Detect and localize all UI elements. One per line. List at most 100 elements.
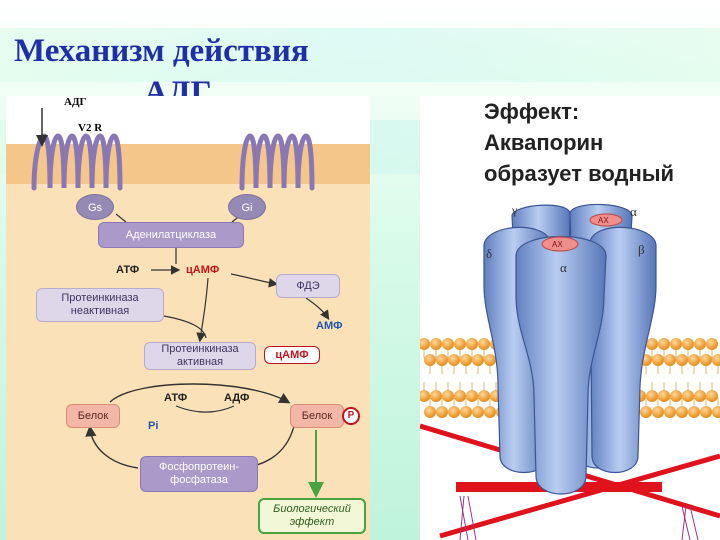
inhibitory-receptor xyxy=(239,133,315,191)
phosphorylation-arc xyxy=(109,383,291,404)
lipid-head xyxy=(472,406,484,418)
amp-label: АМФ xyxy=(316,320,343,332)
lipid-head xyxy=(436,406,448,418)
lipid-head xyxy=(424,406,436,418)
lipid-head xyxy=(652,406,664,418)
lipid-head xyxy=(664,406,676,418)
v2-receptor xyxy=(31,133,123,191)
biological-effect-box: Биологический эффект xyxy=(258,498,366,534)
label-ax-1: AX xyxy=(598,216,609,225)
lipid-head xyxy=(670,390,682,402)
pde-box: ФДЭ xyxy=(276,274,340,298)
lipid-head xyxy=(454,338,466,350)
aquaporin-tetramer xyxy=(483,203,657,495)
lipid-head xyxy=(430,390,442,402)
aquaporin-graphics: γ α δ β α AX AX xyxy=(420,203,720,540)
lipid-head xyxy=(676,406,688,418)
lipid-head xyxy=(682,390,694,402)
effect-caption: Эффект: Аквапорин образует водный xyxy=(484,96,720,189)
hormone-label: АДГ xyxy=(64,96,87,108)
lipid-head xyxy=(646,338,658,350)
lipid-head xyxy=(430,338,442,350)
lipid-head xyxy=(694,390,706,402)
title-line-1: Механизм действия xyxy=(14,33,309,69)
lipid-head xyxy=(640,406,652,418)
label-gamma: γ xyxy=(511,203,518,217)
lipid-head xyxy=(694,338,706,350)
lipid-head xyxy=(646,390,658,402)
camp-bound-box: цАМФ xyxy=(264,346,320,364)
label-delta: δ xyxy=(486,246,492,261)
lipid-head xyxy=(442,390,454,402)
background-stripe xyxy=(0,28,720,82)
lipid-head xyxy=(454,390,466,402)
pi-label: Pi xyxy=(148,420,159,432)
lipid-head xyxy=(484,406,496,418)
lipid-head xyxy=(658,390,670,402)
lipid-head xyxy=(436,354,448,366)
protein-right-box: Белок xyxy=(290,404,344,428)
lipid-head xyxy=(712,354,720,366)
lipid-head xyxy=(706,338,718,350)
effect-line-2: Аквапорин xyxy=(484,130,604,155)
lipid-head xyxy=(478,390,490,402)
phosphate-circle: P xyxy=(342,407,360,425)
lipid-head xyxy=(664,354,676,366)
lipid-head xyxy=(712,406,720,418)
label-beta: β xyxy=(638,242,645,257)
lipid-head xyxy=(420,338,430,350)
lipid-head xyxy=(688,406,700,418)
lipid-head xyxy=(424,354,436,366)
pde-to-amp-arrow xyxy=(305,297,330,320)
gs-protein: Gs xyxy=(76,194,114,220)
lipid-head xyxy=(442,338,454,350)
purple-strands xyxy=(459,495,699,540)
lipid-head xyxy=(700,354,712,366)
label-alpha-front: α xyxy=(560,260,567,275)
lipid-head xyxy=(460,354,472,366)
protein-kinase-inactive-box: Протеинкиназа неактивная xyxy=(36,288,164,322)
ax-cap-1 xyxy=(589,213,623,227)
protein-kinase-active-box: Протеинкиназа активная xyxy=(144,342,256,370)
aquaporin-diagram: Эффект: Аквапорин образует водный xyxy=(420,96,720,540)
adp-label: АДФ xyxy=(224,392,250,404)
atp-label: АТФ xyxy=(116,264,140,276)
lipid-head xyxy=(466,390,478,402)
lipid-head xyxy=(466,338,478,350)
ax-cap-2 xyxy=(541,236,579,252)
lipid-head xyxy=(682,338,694,350)
phosphatase-box: Фосфопротеин- фосфатаза xyxy=(140,456,258,492)
lipid-head xyxy=(652,354,664,366)
lipid-head xyxy=(700,406,712,418)
lipid-head xyxy=(658,338,670,350)
phosphatase-to-protein-arc xyxy=(85,425,139,469)
camp-to-pk-arrow xyxy=(196,277,209,343)
subunit-beta xyxy=(589,226,657,474)
pk-activation-arrow xyxy=(163,315,207,339)
lipid-head xyxy=(448,406,460,418)
effect-line-1: Эффект: xyxy=(484,99,580,124)
receptor-label: V2 R xyxy=(78,122,103,134)
lipid-head xyxy=(484,354,496,366)
camp-label: цАМФ xyxy=(186,264,220,276)
atp2-label: АТФ xyxy=(164,392,188,404)
lipid-head xyxy=(460,406,472,418)
lipid-head xyxy=(688,354,700,366)
lipid-head xyxy=(478,338,490,350)
lipid-head xyxy=(670,338,682,350)
label-alpha-top: α xyxy=(630,204,637,219)
lipid-head xyxy=(706,390,718,402)
gs-to-ac-arrow xyxy=(115,213,127,223)
lipid-head xyxy=(676,354,688,366)
lipid-head xyxy=(472,354,484,366)
subunit-alpha-front xyxy=(515,235,607,495)
adenylate-cyclase-box: Аденилатциклаза xyxy=(98,222,244,248)
lipid-head xyxy=(420,390,430,402)
label-ax-2: AX xyxy=(552,240,563,249)
gi-protein: Gi xyxy=(228,194,266,220)
atp-adp-arc xyxy=(175,405,235,413)
signaling-cascade-diagram: АДГ V2 R Gs Gi Аденилатциклаза АТФ цАМФ … xyxy=(6,96,370,540)
effect-line-3: образует водный xyxy=(484,161,675,186)
camp-to-pde-arrow xyxy=(230,273,279,288)
protein-left-box: Белок xyxy=(66,404,120,428)
